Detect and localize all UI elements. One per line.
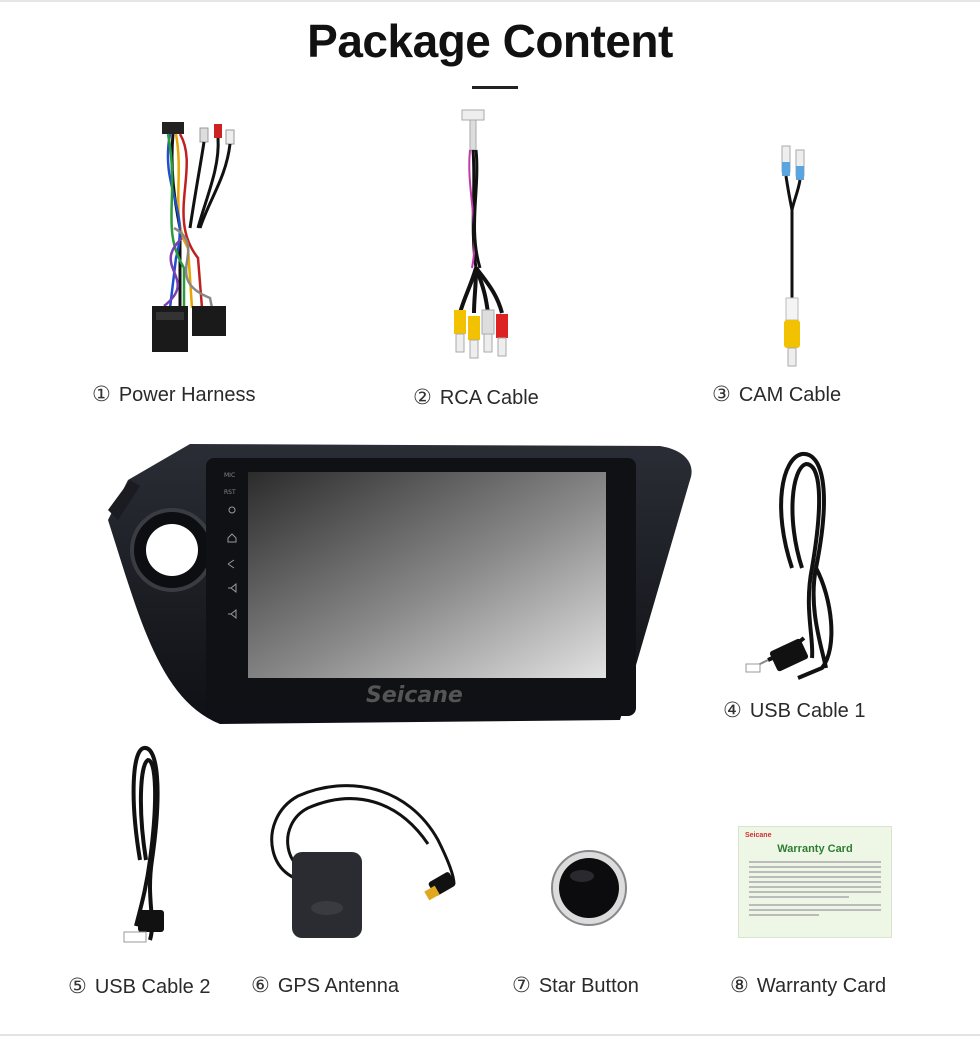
rca-cable-image (440, 108, 530, 364)
head-unit-brand: Seicane (366, 683, 463, 708)
gps-antenna-icon (270, 784, 456, 938)
usb-cable-icon (745, 451, 834, 680)
usb-cable-icon (123, 746, 164, 943)
rca-cable-icon (454, 109, 508, 359)
gps-antenna-image (258, 780, 468, 950)
power-harness-image (140, 108, 260, 358)
cam-cable-image (760, 140, 830, 370)
camera-cable-icon (781, 145, 805, 367)
warranty-card-heading: Warranty Card (777, 843, 853, 855)
warranty-card-brand: Seicane (745, 832, 772, 839)
rst-label: RST (224, 489, 236, 496)
usb-cable-2-image (110, 740, 190, 950)
star-button-icon (551, 850, 627, 926)
page-title: Package Content (307, 15, 673, 67)
usb-cable-1-image (742, 448, 852, 688)
mic-label: MIC (224, 472, 235, 479)
top-divider (0, 0, 980, 2)
head-unit-image: MIC RST Seicane (100, 440, 700, 740)
warranty-card-image: Seicane Warranty Card (738, 826, 892, 938)
warranty-card-body (749, 861, 881, 916)
bottom-divider (0, 1034, 980, 1036)
star-button-image (546, 848, 632, 928)
wire-harness-icon (152, 122, 235, 352)
head-unit-icon: MIC RST Seicane (108, 444, 692, 724)
title-underline (472, 86, 518, 89)
